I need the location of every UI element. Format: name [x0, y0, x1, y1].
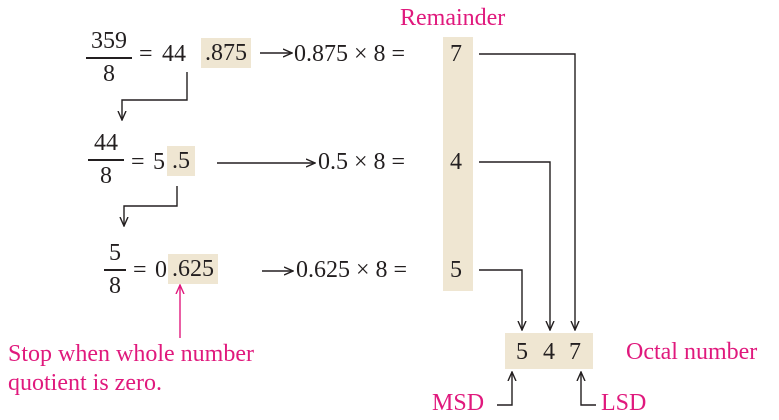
- result-digit-lsd: 7: [569, 339, 581, 365]
- step-1-fraction: 359 8: [86, 28, 132, 87]
- step-1-remainder: 7: [450, 41, 462, 67]
- step-2-denominator: 8: [100, 162, 112, 189]
- step-2-product: 0.5 × 8 =: [318, 149, 406, 175]
- step-2-numerator: 44: [94, 130, 118, 156]
- step-2-fraction-bar: [88, 159, 124, 161]
- result-digit-middle: 4: [543, 339, 555, 365]
- step-2-remainder: 4: [450, 149, 462, 175]
- step-1-denominator: 8: [103, 60, 115, 87]
- lsd-label: LSD: [601, 390, 647, 416]
- result-digit-msd: 5: [516, 339, 528, 365]
- step-2-fraction: 44 8: [88, 130, 124, 189]
- step-3-fraction: 5 8: [104, 240, 126, 299]
- route-remainder-7: [479, 53, 575, 330]
- step-1-numerator: 359: [91, 28, 127, 54]
- step-3-equals: =: [133, 257, 147, 283]
- step-2-fraction-part: .5: [167, 146, 195, 176]
- route-remainder-5: [479, 269, 522, 330]
- msd-label: MSD: [432, 390, 485, 416]
- carry-arrow-2: [124, 186, 178, 226]
- carry-arrow-1: [122, 72, 188, 120]
- step-1-whole: 44: [162, 41, 186, 67]
- step-1-product: 0.875 × 8 =: [294, 41, 406, 67]
- remainder-heading: Remainder: [400, 5, 506, 31]
- step-1-equals: =: [139, 41, 153, 67]
- stop-note-line-1: Stop when whole number: [8, 341, 254, 367]
- step-3-whole: 0: [155, 257, 167, 283]
- step-3-product: 0.625 × 8 =: [296, 257, 408, 283]
- step-1-fraction-part: .875: [201, 38, 251, 68]
- lsd-pointer: [581, 372, 596, 406]
- step-2-equals: =: [131, 149, 145, 175]
- step-3-denominator: 8: [109, 272, 121, 299]
- step-2-whole: 5: [153, 149, 165, 175]
- route-remainder-4: [479, 161, 550, 330]
- step-1-fraction-bar: [86, 57, 132, 59]
- step-3-fraction-bar: [104, 269, 126, 271]
- remainder-column-highlight: [443, 37, 473, 291]
- step-3-fraction-part: .625: [168, 254, 218, 284]
- step-3-numerator: 5: [109, 240, 121, 266]
- step-3-remainder: 5: [450, 257, 462, 283]
- stop-note-line-2: quotient is zero.: [8, 370, 162, 396]
- msd-pointer: [497, 372, 512, 406]
- octal-number-label: Octal number: [626, 339, 758, 365]
- result-highlight: [505, 333, 593, 369]
